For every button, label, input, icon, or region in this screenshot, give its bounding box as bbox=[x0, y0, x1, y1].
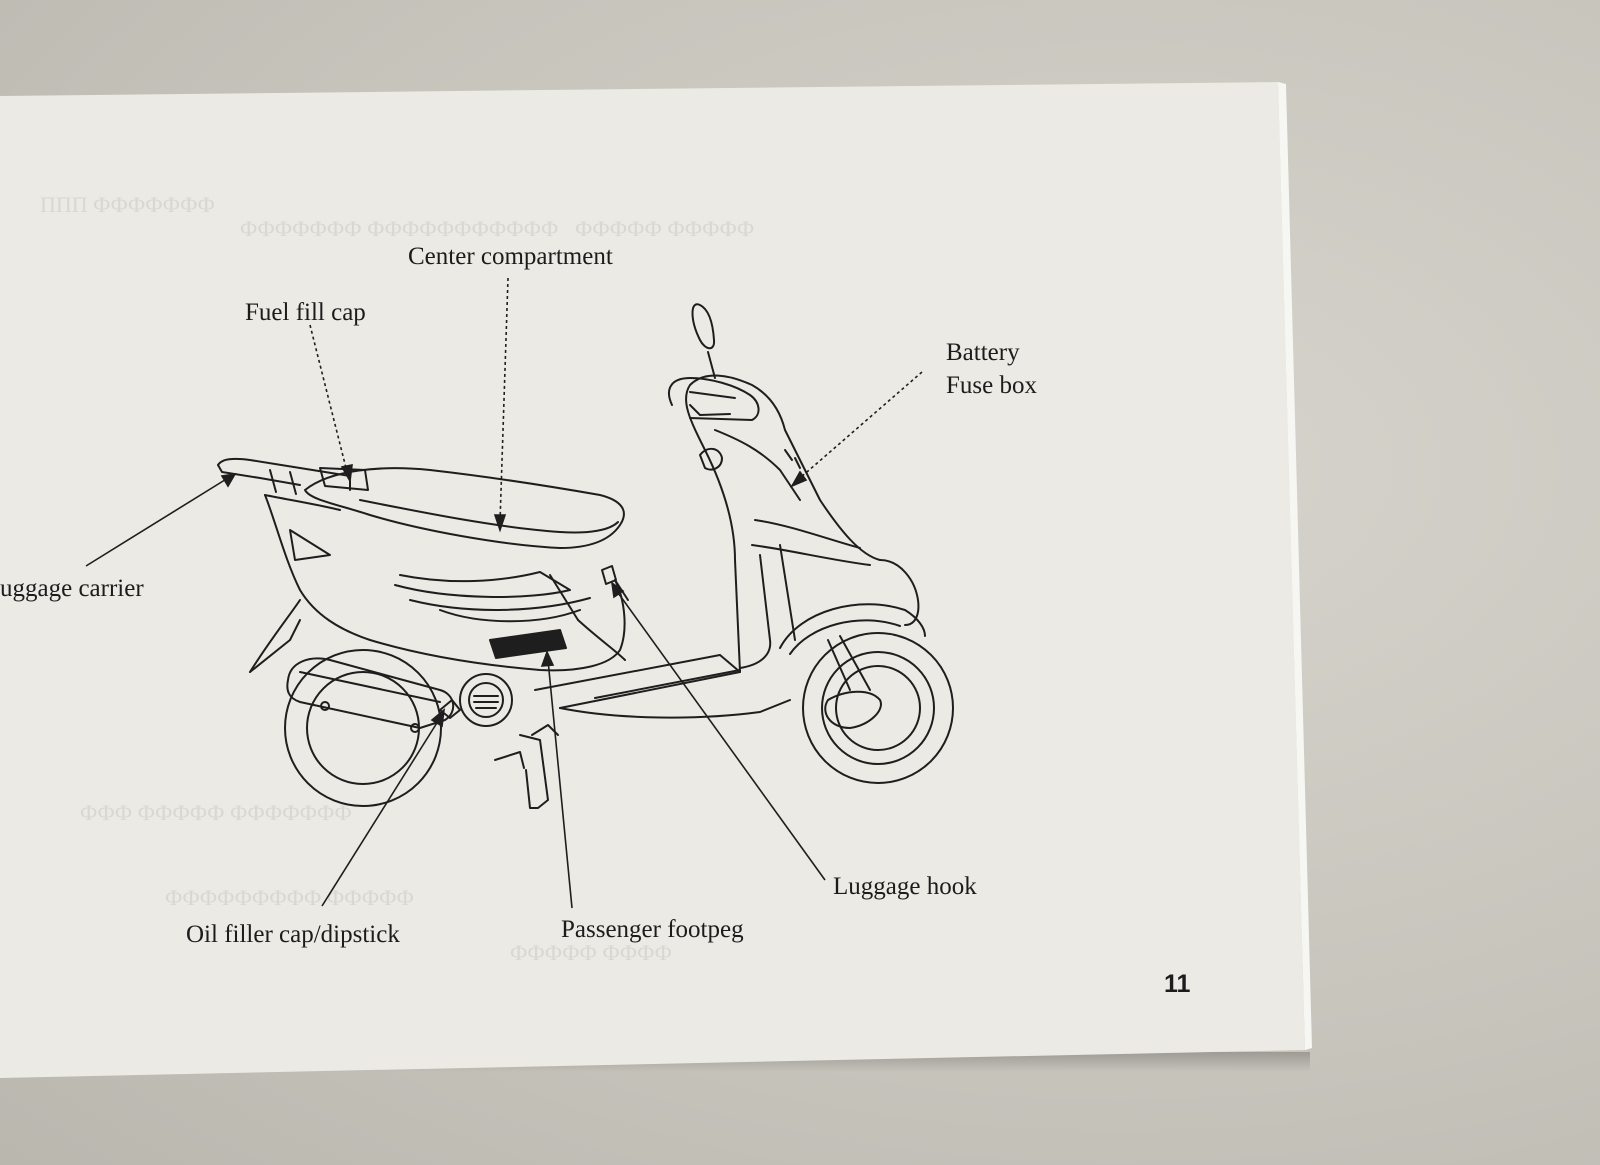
svg-text:ФФФФФФФФФ ФФФФФ: ФФФФФФФФФ ФФФФФ bbox=[165, 885, 414, 910]
svg-text:ФФФ ФФФФФ ФФФФФФФ: ФФФ ФФФФФ ФФФФФФФ bbox=[80, 800, 352, 825]
center-stand bbox=[519, 734, 549, 809]
front-tire bbox=[802, 632, 954, 784]
scooter-drawing bbox=[217, 303, 954, 809]
luggage-carrier bbox=[217, 457, 351, 491]
handlebar bbox=[668, 377, 760, 421]
page-number: 11 bbox=[1164, 970, 1191, 998]
seat bbox=[304, 467, 625, 549]
label-luggage-hook: Luggage hook bbox=[833, 873, 977, 900]
bleed-through-text: ППП ФФФФФФФ ФФФФФФФ ФФФФФФФФФФФ ФФФФФ ФФ… bbox=[40, 192, 754, 965]
mirror bbox=[691, 303, 716, 350]
label-fuse-box: Fuse box bbox=[946, 372, 1037, 399]
svg-text:ФФФФФ ФФФФФ: ФФФФФ ФФФФФ bbox=[575, 216, 754, 241]
front-body bbox=[685, 374, 881, 673]
leader-lines bbox=[85, 277, 923, 909]
floorboard bbox=[534, 654, 741, 709]
label-battery: Battery bbox=[946, 339, 1020, 366]
page-edge-highlight bbox=[1278, 82, 1312, 1050]
svg-text:ППП ФФФФФФФ: ППП ФФФФФФФ bbox=[40, 192, 215, 217]
manual-page bbox=[0, 82, 1305, 1078]
air-cleaner-cover bbox=[459, 673, 513, 727]
svg-text:ФФФФФФФ ФФФФФФФФФФФ: ФФФФФФФ ФФФФФФФФФФФ bbox=[240, 216, 558, 241]
rear-fender bbox=[249, 599, 301, 673]
side-panel bbox=[264, 494, 626, 672]
rear-tire bbox=[284, 649, 442, 807]
label-fuel-fill-cap: Fuel fill cap bbox=[245, 299, 366, 326]
label-oil-filler-cap: Oil filler cap/dipstick bbox=[186, 921, 400, 948]
label-luggage-carrier: uggage carrier bbox=[0, 575, 144, 602]
muffler bbox=[286, 657, 455, 729]
label-passenger-footpeg: Passenger footpeg bbox=[561, 916, 744, 943]
svg-text:ФФФФФ ФФФФ: ФФФФФ ФФФФ bbox=[510, 940, 672, 965]
label-center-compartment: Center compartment bbox=[408, 243, 613, 270]
